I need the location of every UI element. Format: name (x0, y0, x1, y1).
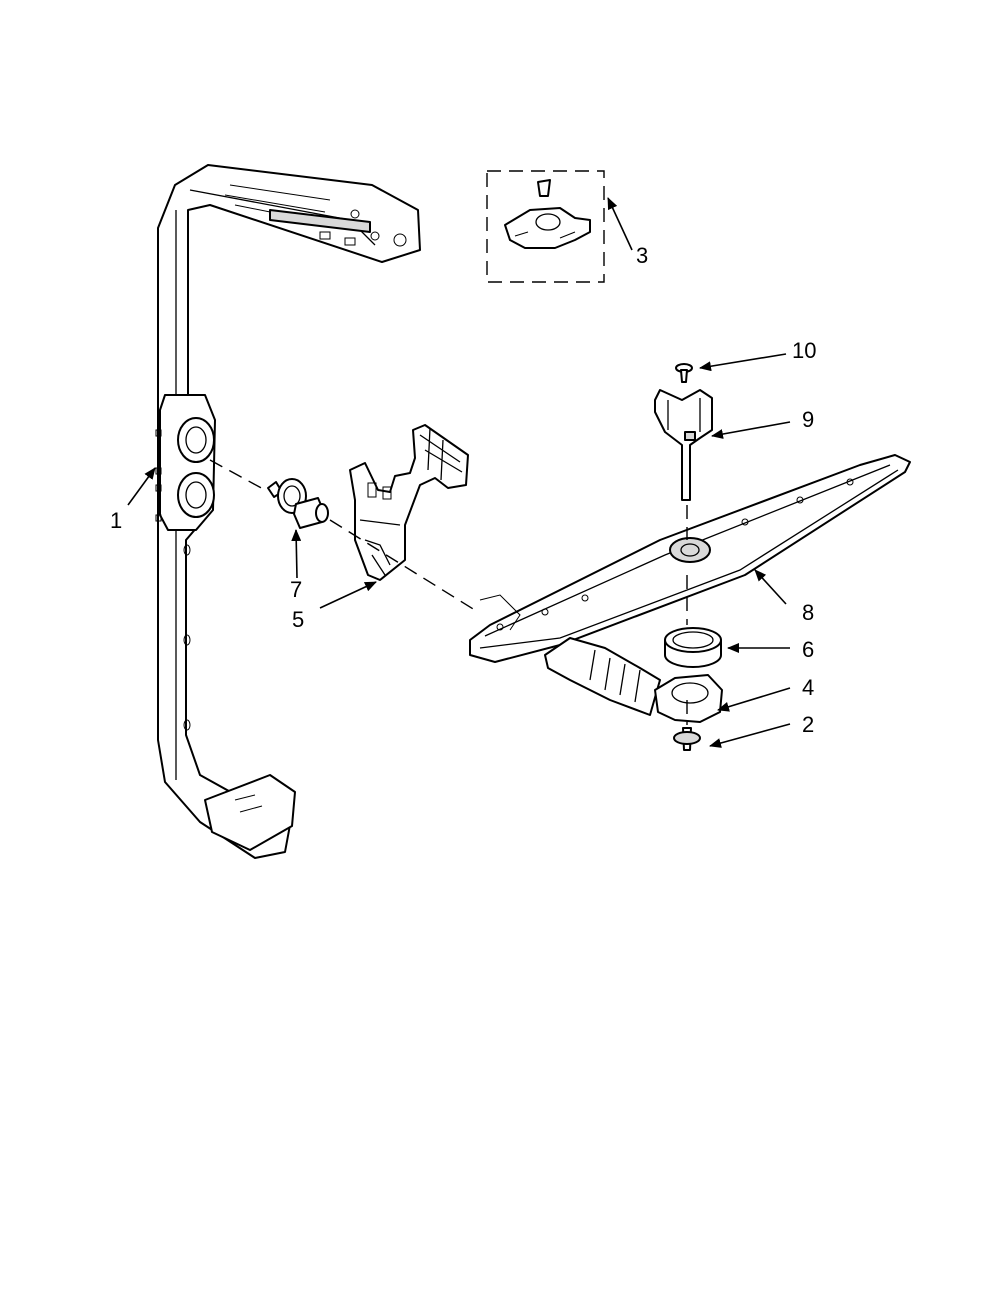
callout-10: 10 (792, 338, 816, 363)
part-3-hub-inset[interactable] (486, 170, 605, 283)
callout-4: 4 (802, 675, 814, 700)
assembly-lines (209, 459, 688, 725)
part-2-screw[interactable] (673, 727, 701, 751)
callout-5: 5 (292, 607, 304, 632)
callout-2: 2 (802, 712, 814, 737)
part-5-bracket[interactable] (349, 424, 469, 581)
callout-8: 8 (802, 600, 814, 625)
part-7-nozzle[interactable] (267, 478, 329, 529)
part-8-spray-arm[interactable] (469, 454, 911, 663)
callout-6: 6 (802, 637, 814, 662)
part-10-screw[interactable] (675, 363, 693, 383)
part-9-tower-clip[interactable] (654, 389, 713, 501)
part-6-seal-ring[interactable] (664, 627, 722, 668)
callout-3: 3 (636, 243, 648, 268)
leader-lines (127, 197, 791, 748)
part-4-manifold[interactable] (479, 594, 723, 723)
callout-7: 7 (290, 577, 302, 602)
part-1-supply-tube[interactable] (155, 164, 421, 859)
callout-1: 1 (110, 508, 122, 533)
callout-9: 9 (802, 407, 814, 432)
